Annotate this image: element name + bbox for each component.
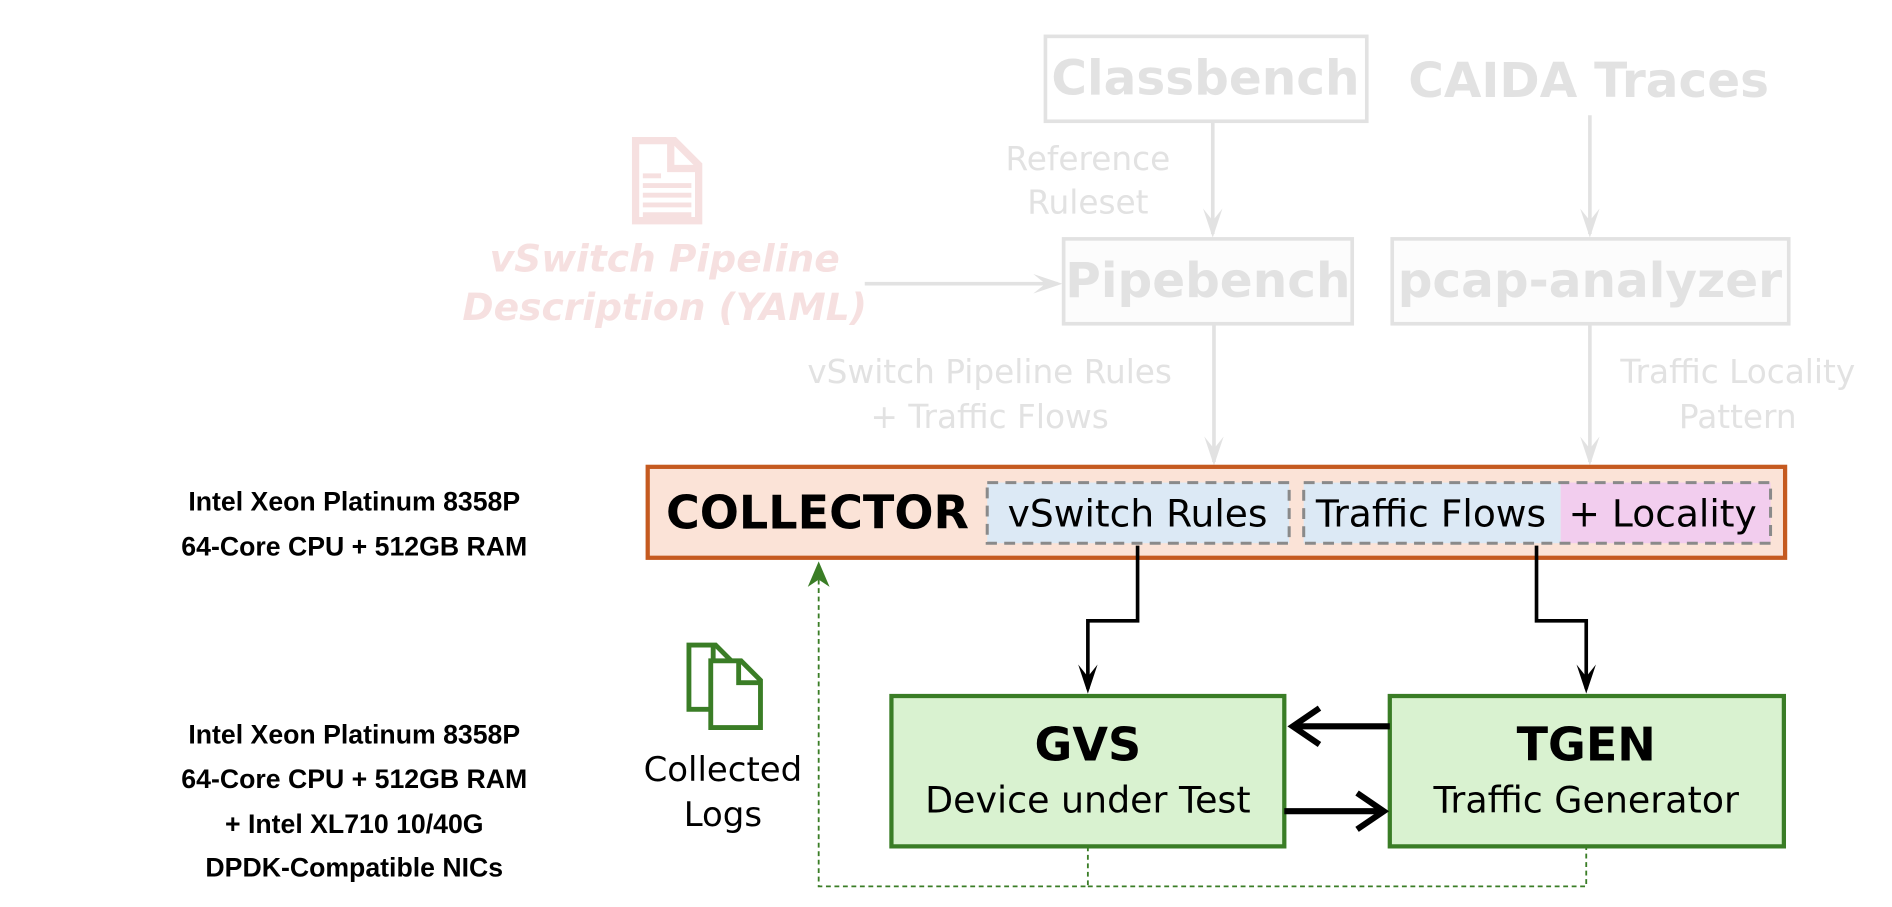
reference-ruleset-line2: Ruleset [1027,183,1148,221]
tgen-subtitle: Traffic Generator [1433,778,1739,821]
traffic-flows-label: Traffic Flows [1315,491,1546,535]
test-host-line2: 64-Core CPU + 512GB RAM [181,764,527,794]
pipebench-out-line2: + Traffic Flows [871,398,1109,436]
logs-arrowhead [807,561,830,587]
vswitch-rules-label: vSwitch Rules [1008,491,1268,535]
pcap-out-line1: Traffic Locality [1619,353,1855,391]
collector-title: COLLECTOR [666,486,969,540]
test-host-line1: Intel Xeon Platinum 8358P [188,719,520,749]
logs-feedback-path [817,577,1089,888]
gvs-subtitle: Device under Test [925,778,1251,821]
yaml-desc-line2: Description (YAML) [462,285,867,329]
yaml-document-icon [631,137,703,225]
flows-to-tgen-arrow [1534,545,1589,689]
pcap-analyzer-box: pcap-analyzer [1390,237,1791,326]
logs-label-line1: Collected [644,750,803,790]
rules-to-gvs-arrow [1086,545,1140,689]
pipebench-out-line1: vSwitch Pipeline Rules [807,353,1172,391]
collector-host-line1: Intel Xeon Platinum 8358P [188,486,520,516]
vswitch-rules-slot [985,481,1291,545]
pipebench-box: Pipebench [1061,237,1355,326]
classbench-label: Classbench [1051,51,1359,107]
gvs-box: GVS Device under Test [889,693,1287,849]
caida-label: CAIDA Traces [1408,53,1769,109]
logs-label-line2: Logs [684,795,762,835]
reference-ruleset-line1: Reference [1005,140,1170,178]
pcap-analyzer-label: pcap-analyzer [1398,253,1782,309]
tgen-title: TGEN [1517,717,1656,771]
collector-host-line2: 64-Core CPU + 512GB RAM [181,531,527,561]
pipebench-label: Pipebench [1065,253,1350,309]
traffic-locality-slot [1302,481,1773,545]
classbench-box: Classbench [1043,34,1369,124]
yaml-desc-line1: vSwitch Pipeline [490,237,840,281]
test-host-line3: + Intel XL710 10/40G [225,809,484,839]
pcap-out-line2: Pattern [1679,398,1797,436]
test-host-line4: DPDK-Compatible NICs [205,853,503,883]
locality-label: + Locality [1569,491,1757,535]
collector-box: COLLECTOR vSwitch Rules Traffic Flows + … [645,464,1788,560]
documents-icon [686,642,763,730]
gvs-title: GVS [1035,717,1142,771]
tgen-box: TGEN Traffic Generator [1387,693,1787,849]
